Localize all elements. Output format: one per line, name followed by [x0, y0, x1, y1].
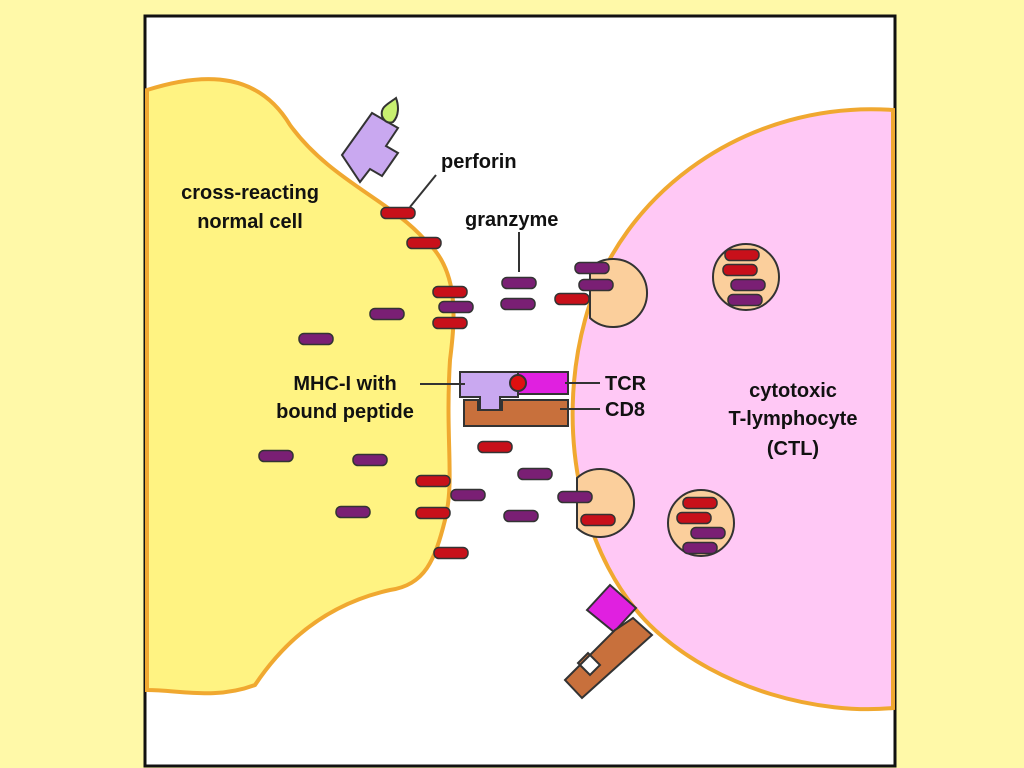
cd8-coreceptor: [463, 399, 569, 427]
perforin-molecule: [682, 496, 718, 510]
ctl-cell: [570, 107, 895, 712]
perforin-molecule: [580, 513, 616, 527]
normal-cell: [145, 77, 456, 696]
perforin-molecule: [433, 546, 469, 560]
granzyme-molecule: [369, 307, 405, 321]
synapse-complex: [459, 371, 569, 427]
granzyme-molecule: [298, 332, 334, 346]
granzyme-molecule: [503, 509, 539, 523]
perforin-leader: [409, 174, 437, 208]
granzyme-label: granzyme: [465, 209, 558, 231]
antigen-peptide-icon: [380, 96, 399, 124]
granzyme-molecule: [450, 488, 486, 502]
perforin-label: perforin: [441, 151, 517, 173]
tcr-label: TCR: [605, 373, 647, 395]
bound-peptide-icon: [509, 374, 527, 392]
ctl-label-line2: T-lymphocyte: [729, 408, 858, 430]
granule-releasing-top: [589, 258, 648, 328]
granzyme-molecule: [258, 449, 294, 463]
unbound-tcr: [585, 583, 638, 634]
granzyme-molecule: [682, 541, 718, 555]
ctl-label-line3: (CTL): [767, 438, 819, 460]
granzyme-molecule: [517, 467, 553, 481]
granzyme-molecule: [730, 278, 766, 292]
cd8-label: CD8: [605, 399, 645, 421]
molecules: [258, 206, 766, 560]
perforin-molecule: [477, 440, 513, 454]
granzyme-molecule: [335, 505, 371, 519]
mhc-i-top: [340, 96, 400, 184]
ctl-label-line1: cytotoxic: [749, 380, 837, 402]
mhc-label-line1: MHC-I with: [293, 373, 396, 395]
mhc-label-line2: bound peptide: [276, 401, 414, 423]
perforin-molecule: [724, 248, 760, 262]
perforin-molecule: [432, 316, 468, 330]
perforin-molecule: [676, 511, 712, 525]
granzyme-molecule: [574, 261, 610, 275]
perforin-molecule: [415, 506, 451, 520]
granzyme-molecule: [557, 490, 593, 504]
granzyme-molecule: [690, 526, 726, 540]
granzyme-molecule: [578, 278, 614, 292]
perforin-molecule: [415, 474, 451, 488]
granzyme-molecule: [352, 453, 388, 467]
perforin-molecule: [432, 285, 468, 299]
perforin-molecule: [554, 292, 590, 306]
perforin-molecule: [722, 263, 758, 277]
mhc-i-top-shape: [340, 111, 400, 184]
unbound-tcr-cd8: [563, 583, 654, 700]
unbound-cd8: [563, 616, 654, 700]
perforin-molecule: [380, 206, 416, 220]
normal-cell-label-line1: cross-reacting: [181, 182, 319, 204]
granzyme-molecule: [438, 300, 474, 314]
granzyme-molecule: [500, 297, 536, 311]
normal-cell-label-line2: normal cell: [197, 211, 303, 233]
granzyme-molecule: [501, 276, 537, 290]
perforin-molecule: [406, 236, 442, 250]
granzyme-molecule: [727, 293, 763, 307]
